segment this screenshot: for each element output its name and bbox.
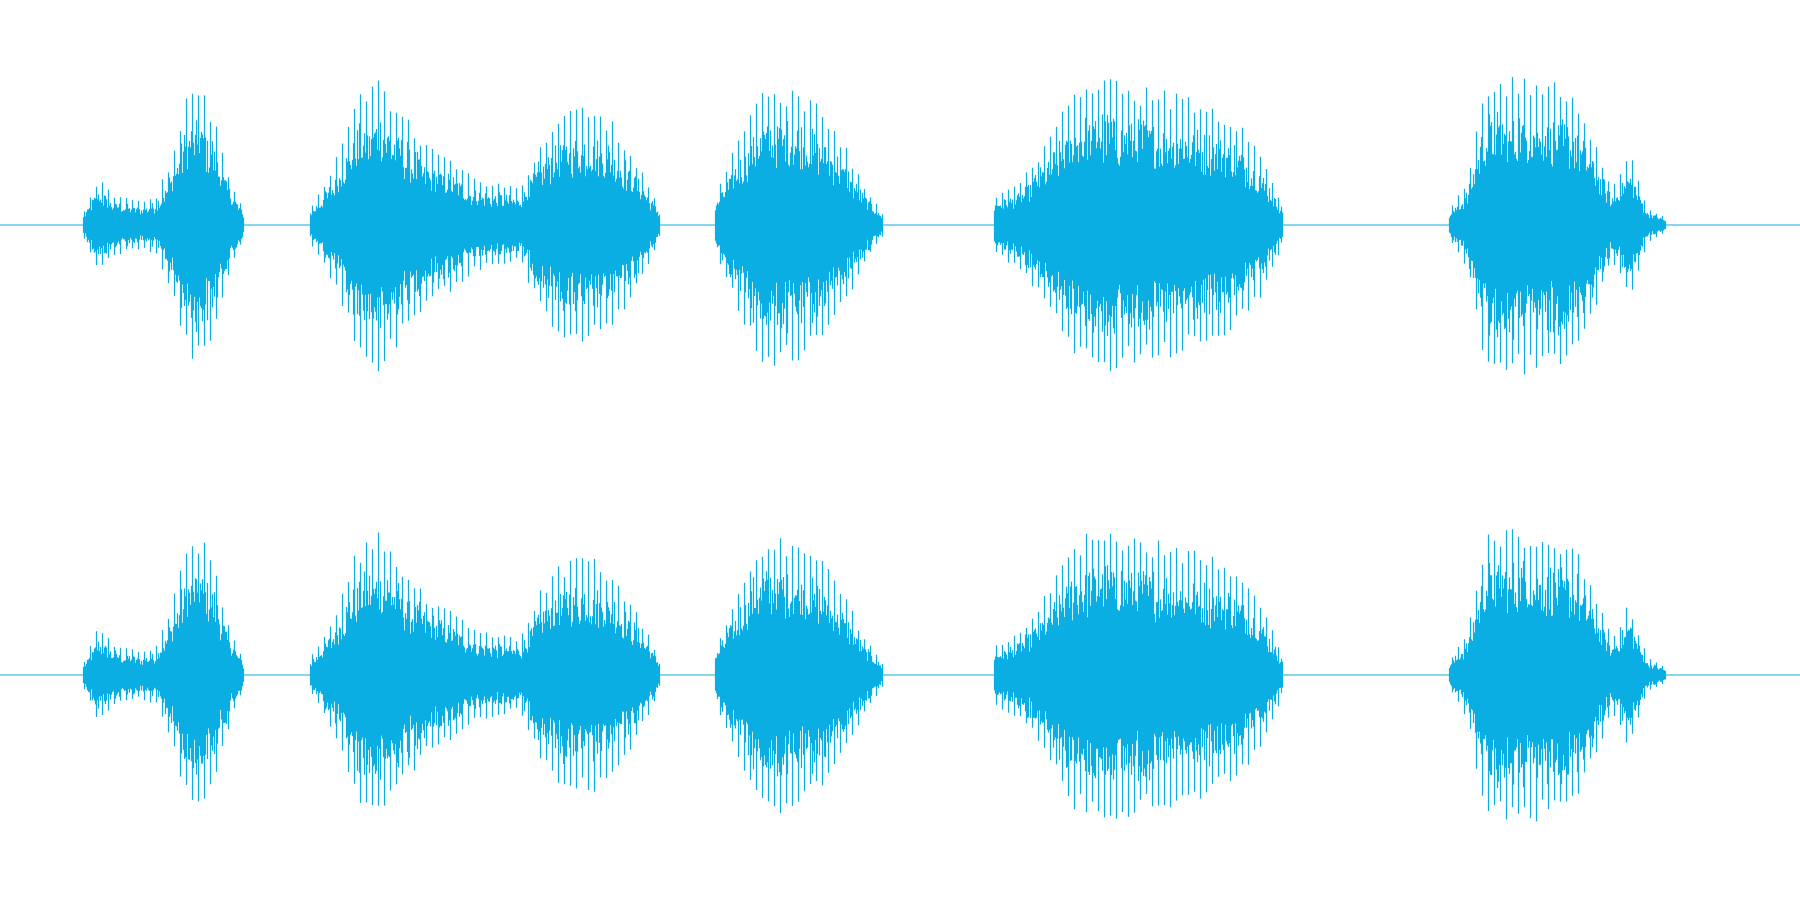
channel-waveform-path [82, 77, 1667, 375]
channel-2-waveform[interactable] [0, 529, 1800, 822]
channel-1-waveform[interactable] [0, 77, 1800, 375]
